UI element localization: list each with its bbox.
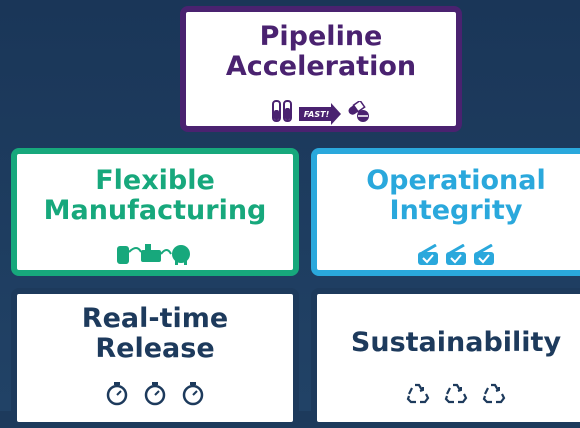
recycle-icon [444, 382, 468, 408]
pipeline-icons: FAST! [186, 99, 456, 128]
operational-integrity-card: Operational Integrity [311, 148, 580, 276]
pipeline-acceleration-title: Pipeline Acceleration [225, 21, 417, 83]
real-time-release-card: Real-time Release [11, 288, 299, 428]
operational-integrity-title: Operational Integrity [366, 165, 546, 227]
check-vial-icon [444, 243, 468, 270]
pipeline-acceleration-card: Pipeline Acceleration FAST! [180, 6, 462, 132]
fast-label: FAST! [303, 109, 330, 119]
flexible-manufacturing-card: Flexible Manufacturing [11, 148, 299, 276]
flexible-manufacturing-title: Flexible Manufacturing [43, 165, 267, 227]
operational-icons [317, 243, 580, 270]
check-vial-icon [416, 243, 440, 270]
sustainability-card: Sustainability [311, 288, 580, 428]
recycle-icon [406, 382, 430, 408]
stopwatch-icon [182, 382, 204, 410]
stopwatch-icon [106, 382, 128, 410]
flexible-icons [17, 240, 293, 270]
fast-arrow-icon: FAST! [298, 103, 341, 125]
realtime-icons [17, 382, 293, 410]
test-tubes-icon [271, 100, 293, 128]
check-vial-icon [472, 243, 496, 270]
stopwatch-icon [144, 382, 166, 410]
sustainability-icons [317, 382, 580, 408]
pills-icon [347, 99, 371, 127]
sustainability-title: Sustainability [350, 327, 562, 358]
real-time-release-title: Real-time Release [81, 303, 229, 365]
recycle-icon [482, 382, 506, 408]
equipment-icon [115, 240, 195, 270]
